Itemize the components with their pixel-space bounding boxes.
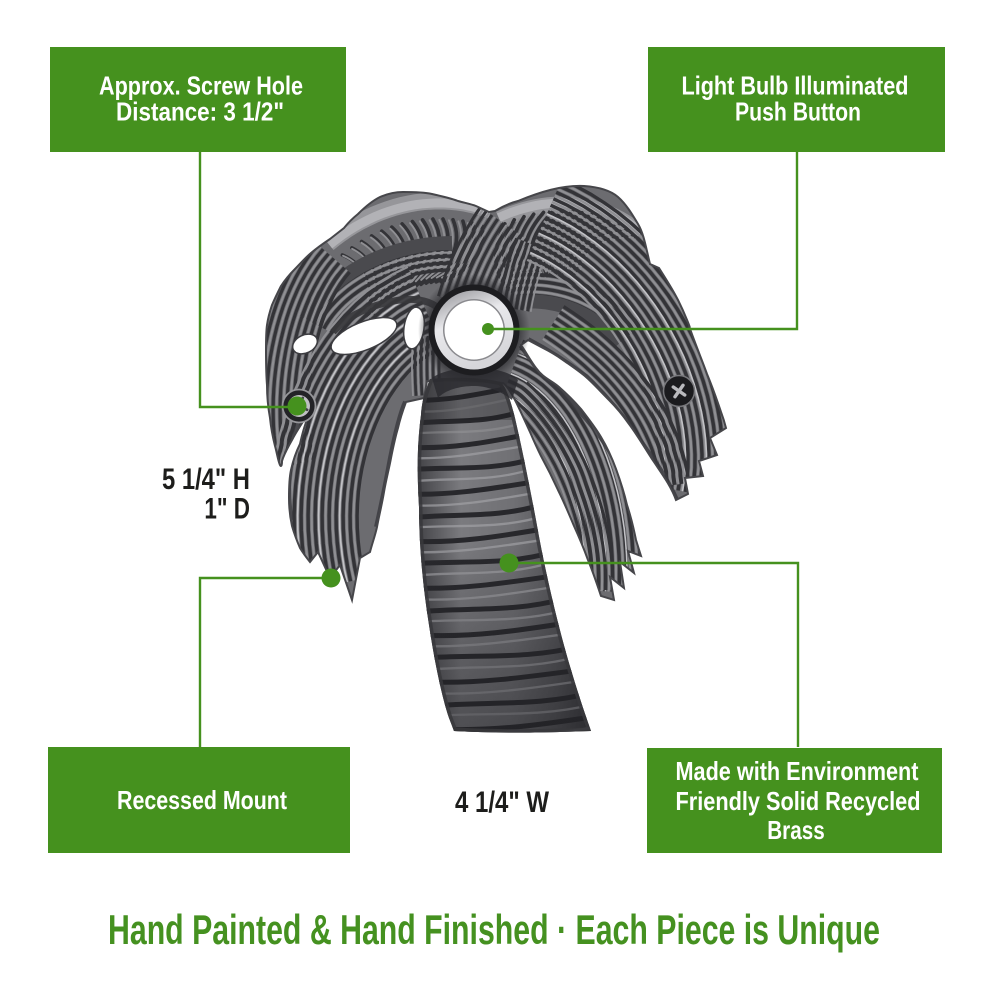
svg-text:1" D: 1" D (204, 492, 250, 525)
svg-text:Distance: 3 1/2": Distance: 3 1/2" (116, 97, 284, 127)
svg-text:Friendly Solid Recycled: Friendly Solid Recycled (676, 786, 921, 816)
svg-text:Approx. Screw Hole: Approx. Screw Hole (99, 71, 303, 101)
svg-text:Made with Environment: Made with Environment (676, 756, 919, 786)
svg-text:Push Button: Push Button (735, 97, 861, 127)
svg-text:Hand Painted & Hand Finished ·: Hand Painted & Hand Finished · Each Piec… (108, 906, 880, 953)
svg-text:5 1/4" H: 5 1/4" H (162, 463, 250, 496)
svg-text:4 1/4" W: 4 1/4" W (455, 786, 550, 819)
svg-text:Light Bulb Illuminated: Light Bulb Illuminated (682, 71, 909, 101)
svg-text:Brass: Brass (767, 815, 825, 845)
svg-text:Recessed Mount: Recessed Mount (117, 785, 287, 815)
